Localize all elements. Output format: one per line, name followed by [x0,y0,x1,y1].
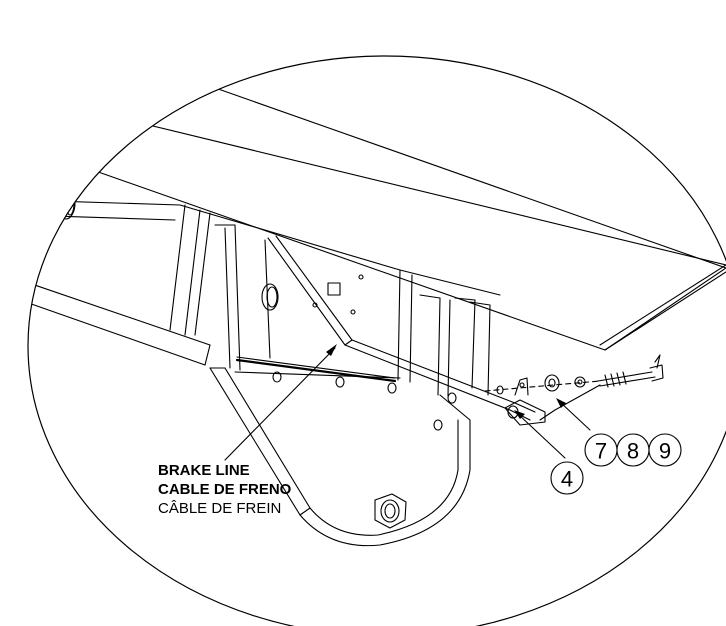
svg-text:7: 7 [595,439,607,464]
callout-9: 9 [648,433,682,467]
brake-line-label: BRAKE LINE CABLE DE FRENO CÂBLE DE FREIN [158,462,292,517]
svg-text:4: 4 [561,467,573,492]
fitting-hardware [484,354,664,426]
leader-lines [224,347,591,461]
bolt-holes [261,274,457,431]
detail-circle [27,55,726,626]
label-line-spanish: CABLE DE FRENO [158,481,292,498]
callout-7: 7 [584,433,618,467]
label-line-english: BRAKE LINE [158,462,250,479]
svg-text:9: 9 [659,439,671,464]
callout-8: 8 [616,433,650,467]
label-line-french: CÂBLE DE FREIN [158,500,281,517]
callout-4: 4 [550,461,584,495]
pivot-bolt [374,493,407,529]
leader-arrowheads [326,344,566,419]
svg-text:8: 8 [627,439,639,464]
